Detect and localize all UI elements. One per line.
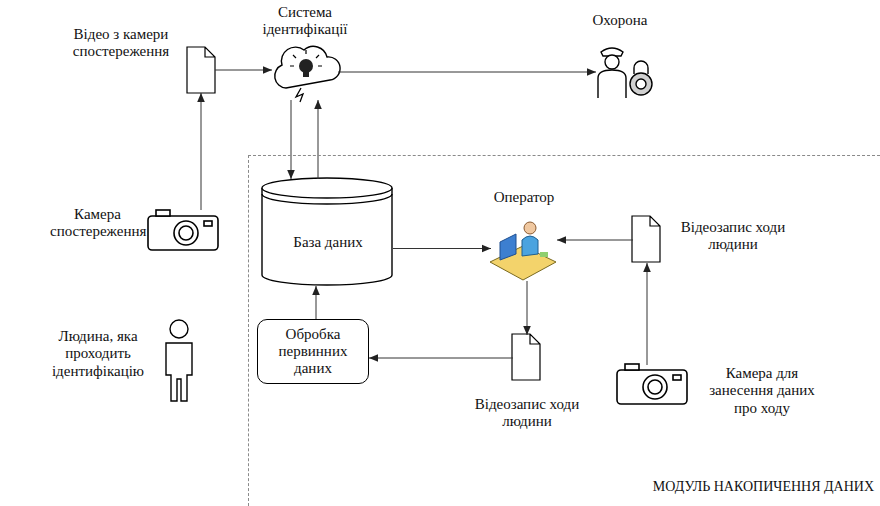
cylinder-rim xyxy=(262,194,392,204)
arrow-head xyxy=(197,93,205,102)
bulb-rays xyxy=(290,50,322,66)
database-cylinder xyxy=(262,178,392,285)
connector-line xyxy=(338,72,596,73)
connector-line xyxy=(291,100,292,179)
arrow-head xyxy=(287,170,295,179)
cloud-outline xyxy=(275,46,340,88)
connector-line xyxy=(201,93,202,210)
camera-lens xyxy=(648,380,662,394)
connector xyxy=(338,68,596,76)
identification-system-icon xyxy=(275,46,340,102)
node-label: Відео з камери спостереження xyxy=(62,26,180,61)
arrow-head xyxy=(314,100,322,109)
connector xyxy=(312,286,320,319)
lock-dial xyxy=(636,79,646,89)
camera-node: Камера спостереження xyxy=(148,210,218,250)
arrow-head xyxy=(312,286,320,295)
arrow-head xyxy=(369,354,378,362)
document-node: Відеозапис ходи людини xyxy=(633,217,661,263)
node-label: Відеозапис ходи людини xyxy=(462,396,592,431)
person-head xyxy=(170,320,188,338)
guard-head xyxy=(605,55,619,69)
connector-line xyxy=(318,100,319,179)
lock-body xyxy=(630,73,652,95)
guard-icon xyxy=(598,48,652,98)
database-node: База даних xyxy=(263,179,393,286)
camera-node: Камера для занесення даних про ходу xyxy=(618,365,688,405)
cylinder-top xyxy=(262,178,392,198)
camera-body xyxy=(148,216,218,250)
node-label: Людина, яка проходить ідентифікацію xyxy=(42,328,154,380)
camera-icon xyxy=(148,210,218,250)
document-node: Відео з камери спостереження xyxy=(187,47,215,93)
node-label: Відеозапис ходи людини xyxy=(669,219,797,254)
connector-line xyxy=(557,240,633,241)
camera-viewfinder xyxy=(204,221,212,226)
arrow-head xyxy=(557,236,566,244)
node-text: Обробка первинних даних xyxy=(258,326,368,378)
guard-node: Охорона xyxy=(596,44,656,100)
system-icon-node: Система ідентифікації xyxy=(272,40,338,100)
camera-lens xyxy=(179,226,193,240)
bulb xyxy=(299,59,313,73)
guard-body xyxy=(598,70,626,98)
camera-icon xyxy=(617,364,687,404)
document-node: Відеозапис ходи людини xyxy=(513,335,541,381)
node-label: Оператор xyxy=(471,189,577,206)
desk-item xyxy=(540,252,548,257)
arrow-head xyxy=(482,245,491,253)
document-icon xyxy=(187,47,215,93)
operator-icon xyxy=(490,222,556,280)
arrow-head xyxy=(643,263,651,272)
node-label: МОДУЛЬ НАКОПИЧЕННЯ ДАНИХ xyxy=(556,479,874,495)
connector xyxy=(523,281,531,335)
connector xyxy=(215,66,272,74)
monitor xyxy=(500,234,516,260)
node-label: Камера спостереження xyxy=(50,206,145,241)
camera-button xyxy=(625,364,639,370)
document-icon xyxy=(512,334,540,380)
operator-node: Оператор xyxy=(491,216,557,281)
connector xyxy=(557,236,633,244)
arrow-head xyxy=(587,68,596,76)
connector xyxy=(369,354,513,362)
module-region: МОДУЛЬ НАКОПИЧЕННЯ ДАНИХ База даних Операт… xyxy=(248,155,880,506)
connector xyxy=(197,93,205,210)
connector xyxy=(287,100,295,179)
lock-shackle xyxy=(634,61,648,74)
arrow-head xyxy=(263,66,272,74)
process-box: Обробка первинних даних xyxy=(257,319,369,384)
node-label: Система ідентифікації xyxy=(245,4,365,39)
node-label: Охорона xyxy=(580,12,660,29)
camera-button xyxy=(156,210,170,216)
cylinder-side xyxy=(262,188,392,285)
person-icon xyxy=(166,320,192,401)
bulb-base xyxy=(303,72,309,77)
camera-viewfinder xyxy=(673,375,681,380)
operator-body xyxy=(522,236,538,256)
node-label: Камера для занесення даних про ходу xyxy=(701,365,823,417)
person-body xyxy=(166,343,192,401)
operator-head xyxy=(524,222,536,234)
connector xyxy=(393,245,491,253)
connector-line xyxy=(369,358,513,359)
document-icon xyxy=(632,216,660,262)
camera-lens xyxy=(174,221,198,245)
connector-line xyxy=(647,263,648,365)
connector xyxy=(314,100,322,179)
camera-lens xyxy=(643,375,667,399)
connector-line xyxy=(393,248,491,249)
camera-body xyxy=(617,370,687,404)
person-node: Людина, яка проходить ідентифікацію xyxy=(163,318,195,402)
lightning xyxy=(296,88,303,102)
arrow-head xyxy=(523,326,531,335)
node-text: База даних xyxy=(287,234,368,251)
connector xyxy=(643,263,651,365)
